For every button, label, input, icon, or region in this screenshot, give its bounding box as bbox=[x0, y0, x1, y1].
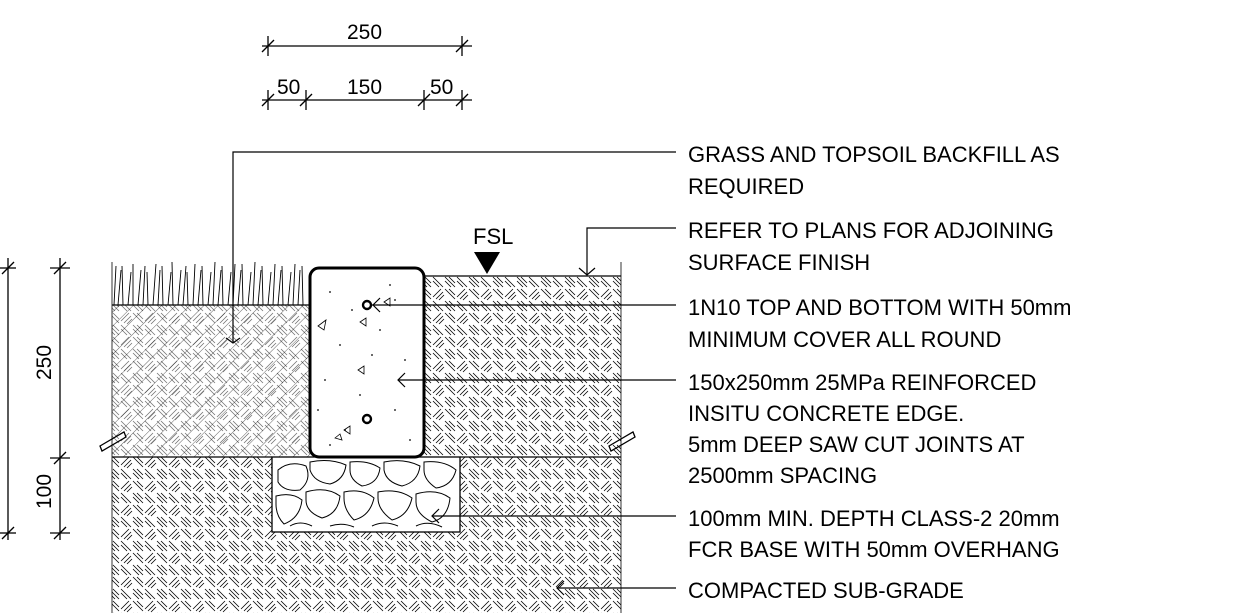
sub-grade-hatch bbox=[112, 457, 621, 613]
note-concrete-line2: INSITU CONCRETE EDGE. bbox=[688, 401, 964, 426]
grass-symbol bbox=[113, 261, 304, 306]
note-subgrade-line1: COMPACTED SUB-GRADE bbox=[688, 578, 964, 603]
note-concrete-line4: 2500mm SPACING bbox=[688, 463, 877, 488]
fsl-marker: FSL bbox=[473, 224, 513, 274]
dim-side-overall: 350 bbox=[0, 375, 3, 410]
notes: GRASS AND TOPSOIL BACKFILL AS REQUIRED R… bbox=[688, 142, 1071, 603]
note-fcr-line2: FCR BASE WITH 50mm OVERHANG bbox=[688, 537, 1060, 562]
dim-top-right: 50 bbox=[430, 76, 453, 99]
dim-top-middle: 150 bbox=[347, 76, 382, 99]
top-rebar bbox=[361, 299, 373, 311]
dim-top-overall: 250 bbox=[347, 21, 382, 44]
note-grass-line2: REQUIRED bbox=[688, 174, 804, 199]
note-concrete-line3: 5mm DEEP SAW CUT JOINTS AT bbox=[688, 432, 1025, 457]
note-surface-line2: SURFACE FINISH bbox=[688, 250, 870, 275]
note-grass-line1: GRASS AND TOPSOIL BACKFILL AS bbox=[688, 142, 1060, 167]
dim-top-left: 50 bbox=[277, 76, 300, 99]
note-concrete-line1: 150x250mm 25MPa REINFORCED bbox=[688, 370, 1036, 395]
note-fcr-line1: 100mm MIN. DEPTH CLASS-2 20mm bbox=[688, 506, 1060, 531]
layer-lines bbox=[99, 262, 636, 613]
note-surface-line1: REFER TO PLANS FOR ADJOINING bbox=[688, 218, 1054, 243]
dim-side-upper: 250 bbox=[33, 345, 56, 380]
bottom-rebar bbox=[361, 413, 373, 425]
dim-side-lower: 100 bbox=[33, 474, 56, 509]
note-rebar-line2: MINIMUM COVER ALL ROUND bbox=[688, 327, 1001, 352]
top-dimensions: 250 50 150 50 bbox=[261, 21, 472, 110]
leader-lines bbox=[225, 151, 676, 596]
topsoil-backfill bbox=[112, 305, 310, 457]
adjoining-surface-hatch bbox=[424, 276, 621, 457]
note-rebar-line1: 1N10 TOP AND BOTTOM WITH 50mm bbox=[688, 295, 1071, 320]
side-dimensions: 250 100 350 bbox=[0, 258, 70, 540]
fcr-base bbox=[271, 456, 461, 533]
concrete-edge bbox=[308, 266, 426, 459]
fsl-label: FSL bbox=[473, 224, 513, 249]
